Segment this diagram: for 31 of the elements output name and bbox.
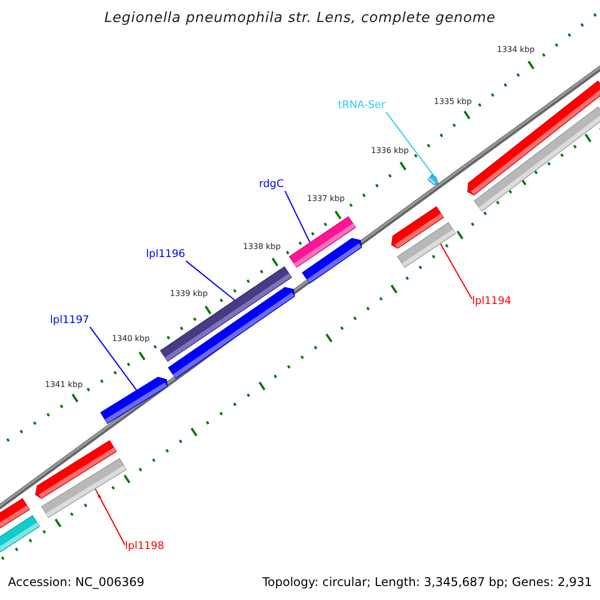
scale-label: 1337 kbp [307, 195, 345, 203]
scale-label: 1339 kbp [170, 290, 208, 298]
gene-bar [396, 222, 456, 268]
scale-label: 1335 kbp [434, 98, 472, 106]
scale-label: 1341 kbp [45, 381, 83, 389]
footer-text: Topology: circular; Length: 3,345,687 bp; Genes: 2,931 [262, 576, 592, 588]
scale-label: 1340 kbp [112, 335, 150, 343]
scale-label: 1334 kbp [497, 46, 535, 54]
gene-label: rdgC [259, 179, 284, 190]
gene-bar [474, 106, 600, 212]
gene-label: tRNA-Ser [338, 100, 386, 110]
gene-label: lpl1198 [125, 541, 164, 552]
footer-text: Accession: NC_006369 [8, 576, 144, 588]
gene-bar [302, 238, 362, 284]
gene-label: lpl1194 [472, 296, 512, 306]
gene-bar [427, 174, 439, 185]
leader-line [386, 112, 434, 176]
gene-bar [100, 376, 168, 424]
leader-line [186, 260, 236, 301]
scale-label: 1336 kbp [371, 147, 409, 155]
title: Legionella pneumophila str. Lens, complete genome [103, 11, 497, 25]
scale-label: 1338 kbp [243, 243, 281, 251]
gene-label: lpl1197 [50, 315, 90, 326]
gene-bar [41, 458, 127, 518]
leader-line [94, 488, 126, 546]
gene-bar [0, 515, 40, 553]
leader-line [284, 190, 311, 243]
leader-line [440, 243, 473, 300]
gene-bar [168, 287, 296, 379]
gene-label: lpl1196 [146, 249, 186, 260]
leader-line [90, 326, 138, 391]
